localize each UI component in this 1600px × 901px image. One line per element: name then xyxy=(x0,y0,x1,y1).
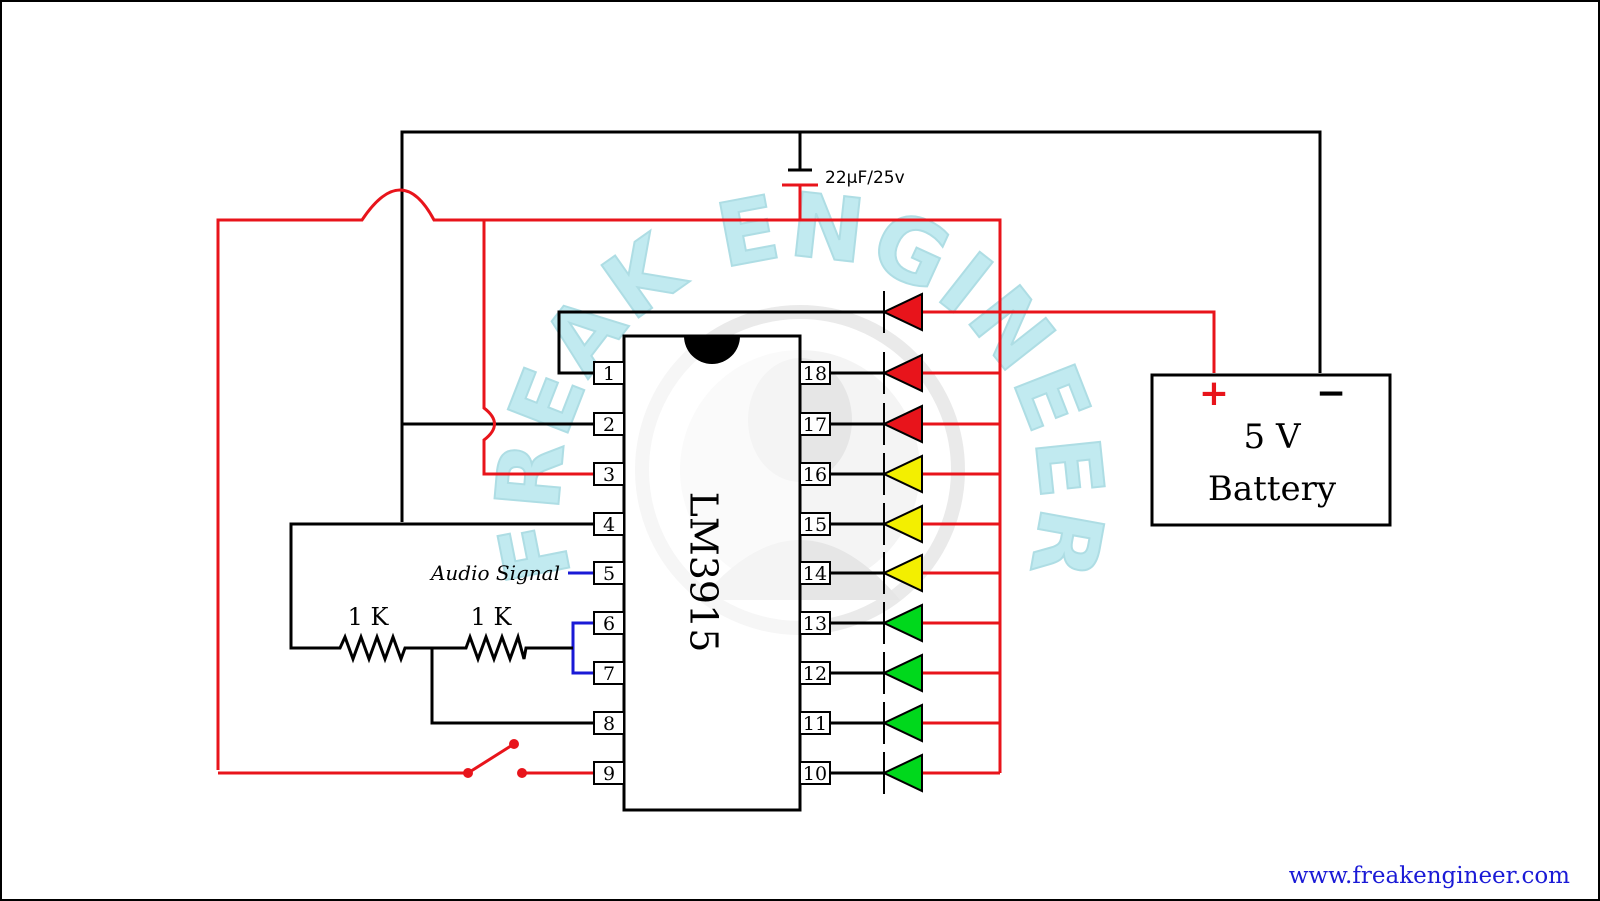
battery-minus-terminal: − xyxy=(1316,373,1346,414)
battery: + − 5 V Battery xyxy=(1150,373,1392,527)
signal-wires xyxy=(568,571,594,675)
svg-text:8: 8 xyxy=(603,713,615,735)
svg-text:5: 5 xyxy=(603,563,615,585)
svg-text:10: 10 xyxy=(803,763,827,785)
ic-left-pins: 1 2 3 4 5 6 7 8 9 xyxy=(593,361,625,785)
ic-pin-18: 18 xyxy=(799,361,831,385)
ic-pin-17: 17 xyxy=(799,412,831,436)
battery-voltage: 5 V xyxy=(1244,417,1302,457)
ic-right-pins: 18 17 16 15 14 13 12 11 10 xyxy=(799,361,831,785)
audio-signal-label: Audio Signal xyxy=(429,561,560,585)
svg-text:18: 18 xyxy=(803,363,827,385)
led-yellow xyxy=(881,552,923,594)
ic-lm3915: LM3915 xyxy=(622,334,802,812)
svg-text:12: 12 xyxy=(803,663,827,685)
led-red-top xyxy=(881,291,923,333)
svg-text:9: 9 xyxy=(603,763,615,785)
ic-pin-4: 4 xyxy=(593,512,625,536)
ic-pin-12: 12 xyxy=(799,661,831,685)
ic-pin-11: 11 xyxy=(799,711,831,735)
led-green xyxy=(881,702,923,744)
svg-text:15: 15 xyxy=(803,514,827,536)
ic-pin-1: 1 xyxy=(593,361,625,385)
led-green xyxy=(881,602,923,644)
ic-pin-5: 5 xyxy=(593,561,625,585)
led-red xyxy=(881,352,923,394)
led-red xyxy=(881,403,923,445)
ic-pin-9: 9 xyxy=(593,761,625,785)
led-yellow xyxy=(881,453,923,495)
ic-label: LM3915 xyxy=(682,492,726,653)
resistor-1-label: 1 K xyxy=(348,603,390,631)
svg-text:3: 3 xyxy=(603,464,615,486)
ic-pin-8: 8 xyxy=(593,711,625,735)
ic-pin-10: 10 xyxy=(799,761,831,785)
svg-text:17: 17 xyxy=(803,414,827,436)
capacitor-label: 22µF/25v xyxy=(825,168,905,188)
led-green xyxy=(881,652,923,694)
resistor-1: 1 K xyxy=(325,603,408,664)
svg-text:1: 1 xyxy=(603,363,615,385)
svg-text:7: 7 xyxy=(603,663,615,685)
svg-text:13: 13 xyxy=(803,613,827,635)
supply-wires xyxy=(216,185,1216,775)
ic-pin-6: 6 xyxy=(593,611,625,635)
battery-plus-terminal: + xyxy=(1199,373,1229,414)
svg-text:14: 14 xyxy=(803,563,827,585)
ic-pin-3: 3 xyxy=(593,462,625,486)
capacitor: 22µF/25v xyxy=(782,168,905,188)
ic-pin-14: 14 xyxy=(799,561,831,585)
resistor-2-label: 1 K xyxy=(471,603,513,631)
svg-text:2: 2 xyxy=(603,414,615,436)
resistor-2: 1 K xyxy=(454,603,528,664)
svg-text:6: 6 xyxy=(603,613,615,635)
svg-text:16: 16 xyxy=(803,464,827,486)
ic-pin-7: 7 xyxy=(593,661,625,685)
led-yellow xyxy=(881,503,923,545)
ic-notch xyxy=(684,336,740,364)
ic-pin-13: 13 xyxy=(799,611,831,635)
ic-pin-2: 2 xyxy=(593,412,625,436)
battery-label: Battery xyxy=(1208,469,1337,509)
svg-text:11: 11 xyxy=(803,713,827,735)
black-wires xyxy=(289,130,1322,775)
ic-pin-16: 16 xyxy=(799,462,831,486)
ic-pin-15: 15 xyxy=(799,512,831,536)
led-array xyxy=(881,291,923,794)
led-green xyxy=(881,752,923,794)
svg-text:4: 4 xyxy=(603,514,615,536)
switch xyxy=(463,739,527,778)
website-link[interactable]: www.freakengineer.com xyxy=(1289,863,1570,889)
